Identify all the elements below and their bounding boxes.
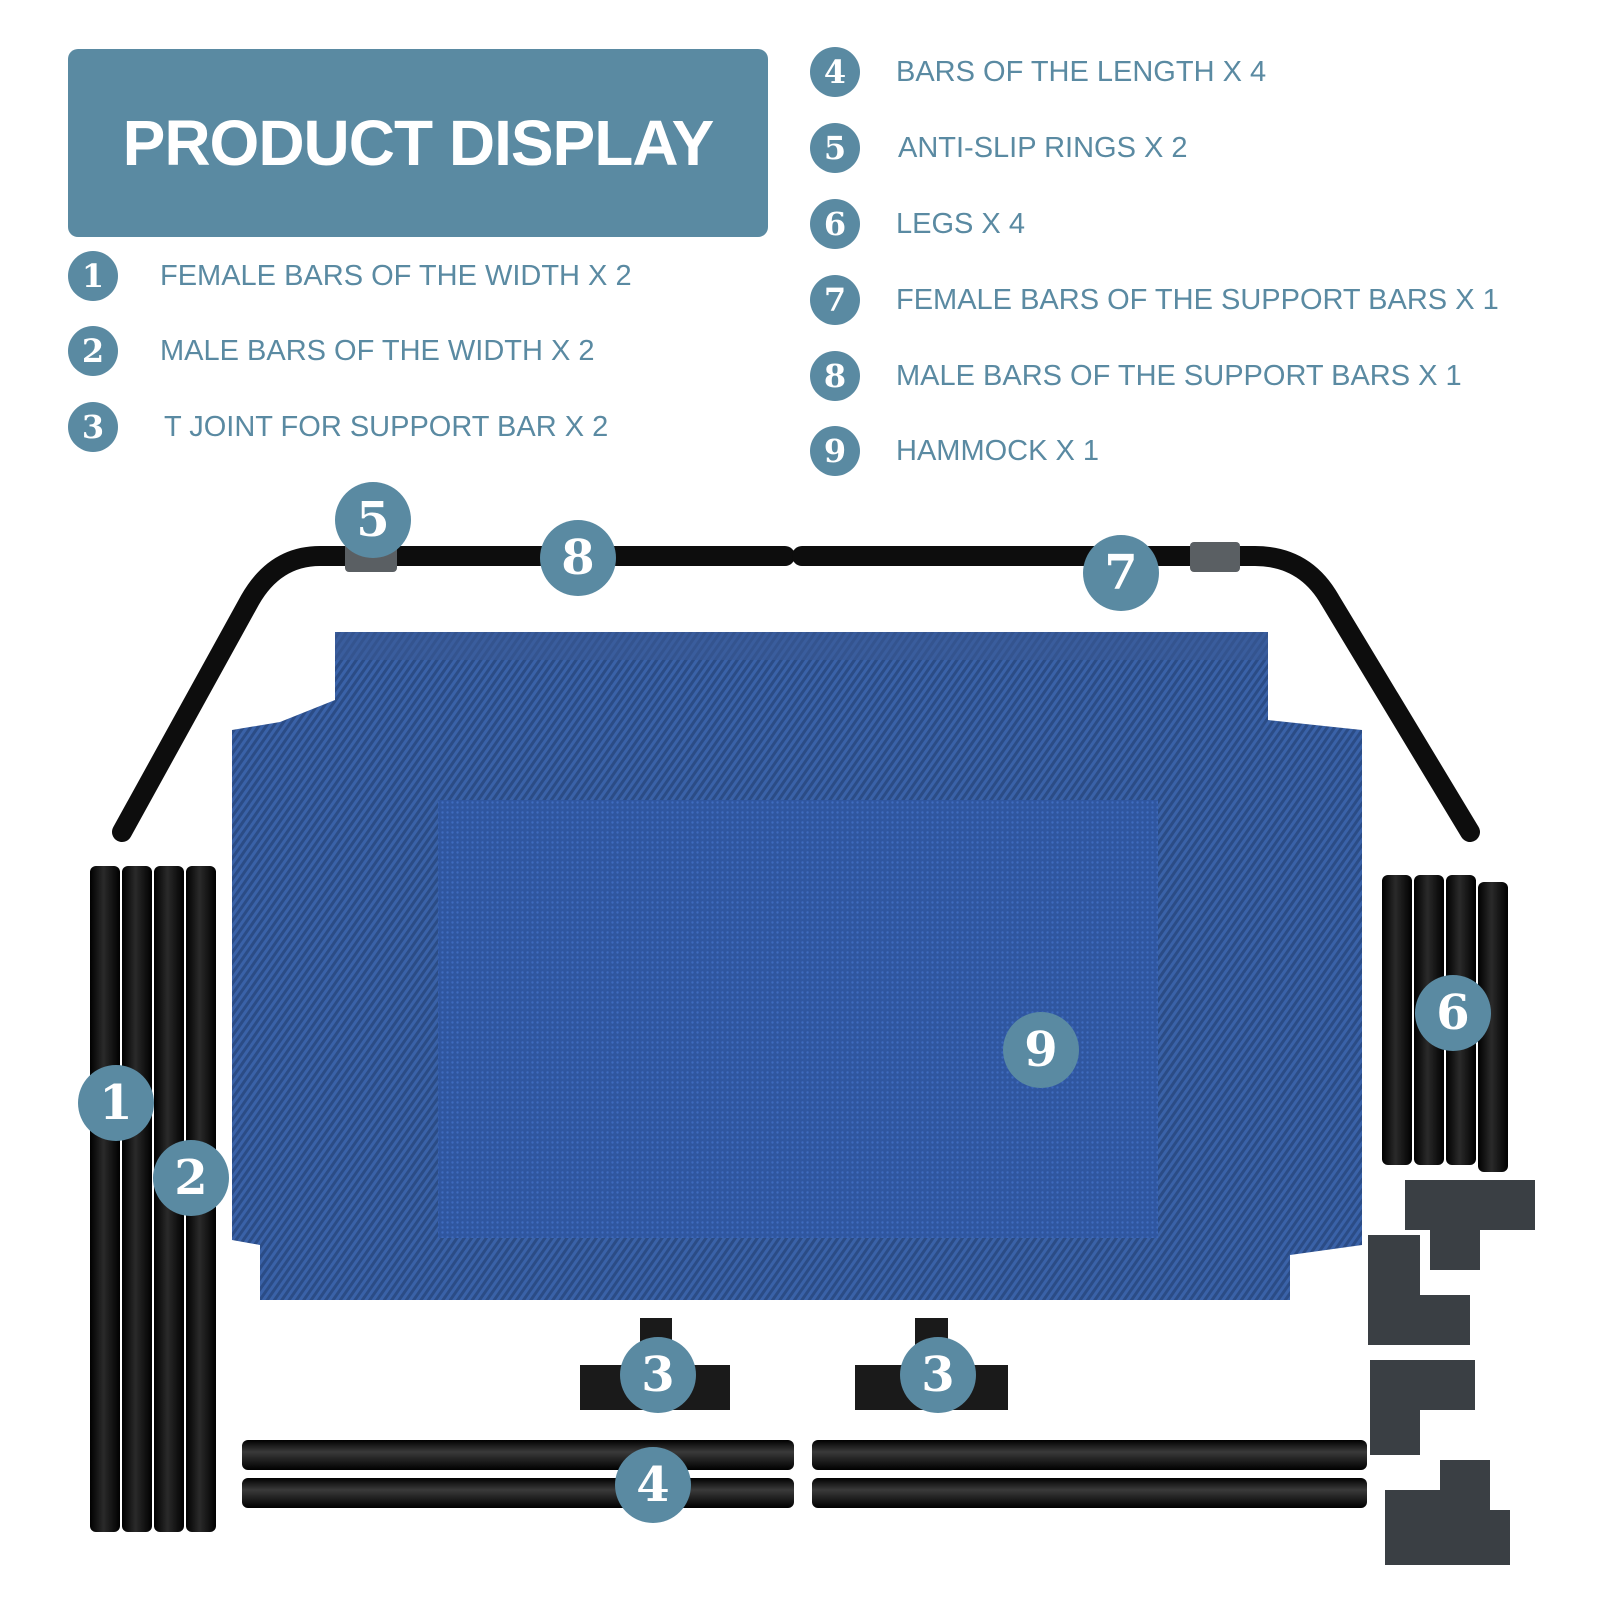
legend-number-badge: 6 [810, 199, 860, 249]
male-support-bar [112, 546, 795, 842]
legend-label: MALE BARS OF THE SUPPORT BARS X 1 [896, 359, 1462, 392]
legend-label: FEMALE BARS OF THE SUPPORT BARS X 1 [896, 283, 1499, 316]
legend-item-4: 4 BARS OF THE LENGTH X 4 [810, 46, 1266, 98]
legend-label: HAMMOCK X 1 [896, 434, 1100, 467]
legend-item-8: 8 MALE BARS OF THE SUPPORT BARS X 1 [810, 350, 1462, 402]
legend-number-badge: 4 [810, 47, 860, 97]
legend-label: ANTI-SLIP RINGS X 2 [898, 131, 1188, 164]
legend-number-badge: 5 [810, 123, 860, 173]
legend-label: FEMALE BARS OF THE WIDTH X 2 [160, 259, 632, 292]
callout-1: 1 [78, 1065, 154, 1141]
callout-8: 8 [540, 520, 616, 596]
callout-6: 6 [1415, 975, 1491, 1051]
legend-item-9: 9 HAMMOCK X 1 [810, 425, 1099, 477]
legend-number-badge: 1 [68, 251, 118, 301]
legend-item-5: 5 ANTI-SLIP RINGS X 2 [810, 122, 1188, 174]
callout-3a: 3 [620, 1337, 696, 1413]
legend-label: BARS OF THE LENGTH X 4 [896, 55, 1267, 88]
legend-item-3: 3 T JOINT FOR SUPPORT BAR X 2 [68, 401, 608, 453]
callout-7: 7 [1083, 535, 1159, 611]
legend-label: MALE BARS OF THE WIDTH X 2 [160, 334, 595, 367]
anti-slip-ring [1190, 542, 1240, 572]
legend-item-7: 7 FEMALE BARS OF THE SUPPORT BARS X 1 [810, 274, 1499, 326]
page-title: PRODUCT DISPLAY [122, 107, 715, 179]
hammock-fabric [232, 632, 1362, 1300]
legend-number-badge: 7 [810, 275, 860, 325]
legend-number-badge: 3 [68, 402, 118, 452]
callout-2: 2 [153, 1140, 229, 1216]
length-bars [242, 1440, 1367, 1508]
female-support-bar [792, 546, 1480, 842]
product-parts-illustration [90, 542, 1535, 1565]
legend-item-1: 1 FEMALE BARS OF THE WIDTH X 2 [68, 250, 632, 302]
legend-number-badge: 8 [810, 351, 860, 401]
title-banner: PRODUCT DISPLAY [68, 49, 768, 237]
legend-number-badge: 9 [810, 426, 860, 476]
legend-item-2: 2 MALE BARS OF THE WIDTH X 2 [68, 325, 595, 377]
callout-3b: 3 [900, 1337, 976, 1413]
legend-label: LEGS X 4 [896, 207, 1025, 240]
legend-label: T JOINT FOR SUPPORT BAR X 2 [164, 410, 609, 443]
legend-number-badge: 2 [68, 326, 118, 376]
callout-5: 5 [335, 482, 411, 558]
corner-connectors [1368, 1180, 1535, 1565]
callout-9: 9 [1003, 1012, 1079, 1088]
legend-item-6: 6 LEGS X 4 [810, 198, 1025, 250]
callout-4: 4 [615, 1447, 691, 1523]
